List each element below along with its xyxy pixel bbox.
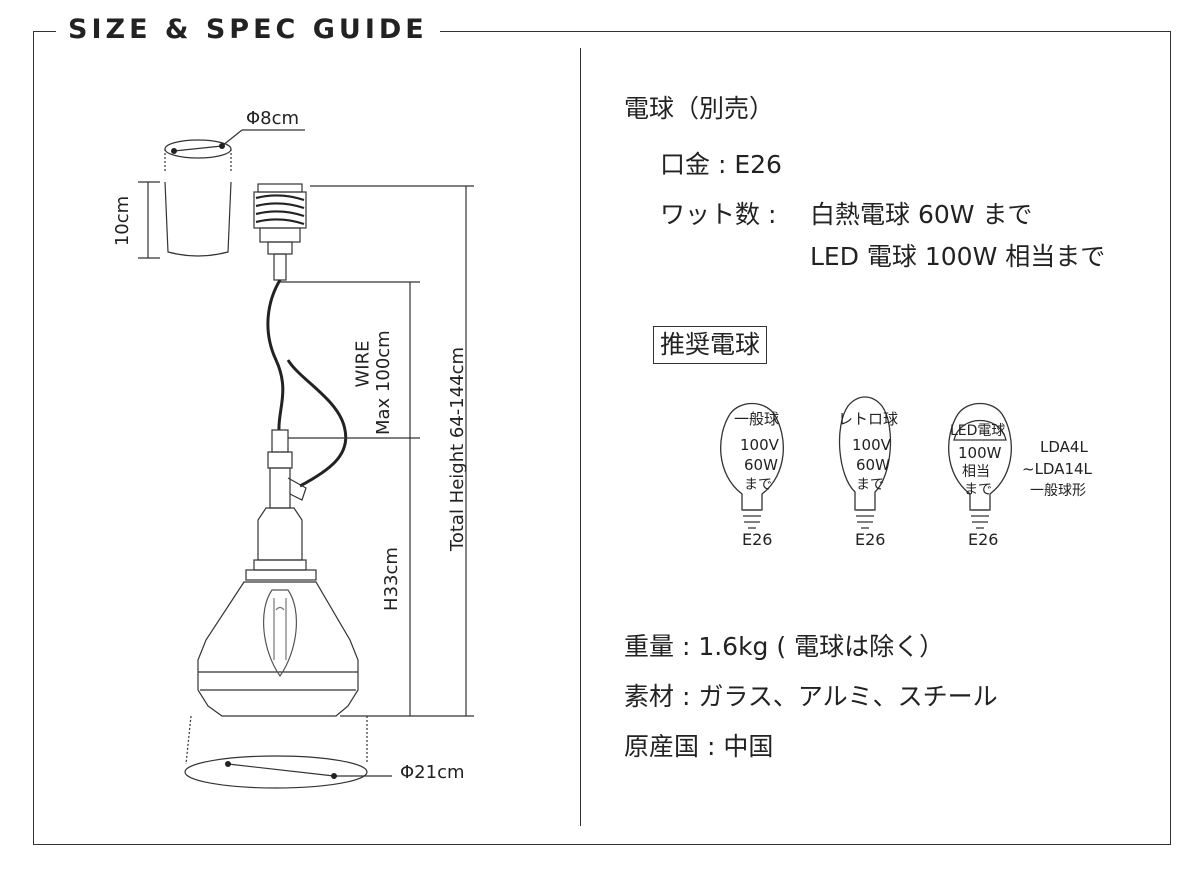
material-spec: 素材 : ガラス、アルミ、スチール bbox=[624, 682, 998, 711]
wire-label-line2: Max 100cm bbox=[373, 330, 394, 435]
bulb-led-base: E26 bbox=[968, 530, 999, 549]
bulb-retro-l4: まで bbox=[856, 477, 884, 493]
bulb-general-l4: まで bbox=[744, 477, 772, 493]
bulb-general-l1: 一般球 bbox=[734, 410, 780, 428]
bulb-led-l3: 相当 bbox=[962, 464, 990, 480]
bulb-retro-base: E26 bbox=[855, 530, 886, 549]
led-note-l2: ~LDA14L bbox=[1022, 460, 1092, 478]
column-divider bbox=[580, 48, 581, 826]
socket-spec: 口金 : E26 bbox=[660, 150, 782, 179]
bulb-retro-l1: レトロ球 bbox=[838, 410, 899, 428]
led-note-l3: 一般球形 bbox=[1030, 483, 1086, 499]
bulb-led-l4: まで bbox=[964, 482, 992, 498]
bulb-title: 電球（別売） bbox=[624, 94, 775, 123]
canopy-diameter-label: Φ8cm bbox=[246, 108, 300, 129]
canopy-height-label: 10cm bbox=[112, 195, 134, 247]
guide-frame bbox=[33, 31, 1171, 845]
lamp-diagram bbox=[138, 129, 474, 789]
bulb-led-l1: LED電球 bbox=[950, 423, 1006, 439]
wattage-label: ワット数 : bbox=[660, 200, 777, 229]
wattage-led: LED 電球 100W 相当まで bbox=[810, 242, 1106, 271]
wire-label-line1: WIRE bbox=[352, 340, 374, 388]
shade-diameter-label: Φ21cm bbox=[400, 762, 465, 783]
wattage-incandescent: 白熱電球 60W まで bbox=[810, 200, 1033, 229]
bulb-general-base: E26 bbox=[742, 530, 773, 549]
page-title: SIZE & SPEC GUIDE bbox=[56, 12, 440, 48]
recommended-bulb-box: 推奨電球 bbox=[653, 326, 768, 364]
bulb-general-l2: 100V bbox=[740, 436, 779, 454]
bulb-retro-l2: 100V bbox=[852, 436, 891, 454]
shade-height-label: H33cm bbox=[380, 547, 402, 611]
bulb-led-l2: 100W bbox=[958, 444, 1002, 462]
total-height-label: Total Height 64-144cm bbox=[447, 346, 469, 552]
led-note-l1: LDA4L bbox=[1040, 438, 1088, 456]
bulb-icons bbox=[720, 396, 1012, 529]
weight-spec: 重量 : 1.6kg ( 電球は除く） bbox=[624, 632, 945, 661]
origin-spec: 原産国 : 中国 bbox=[624, 732, 774, 761]
bulb-general-l3: 60W bbox=[744, 456, 778, 474]
bulb-retro-l3: 60W bbox=[856, 456, 890, 474]
